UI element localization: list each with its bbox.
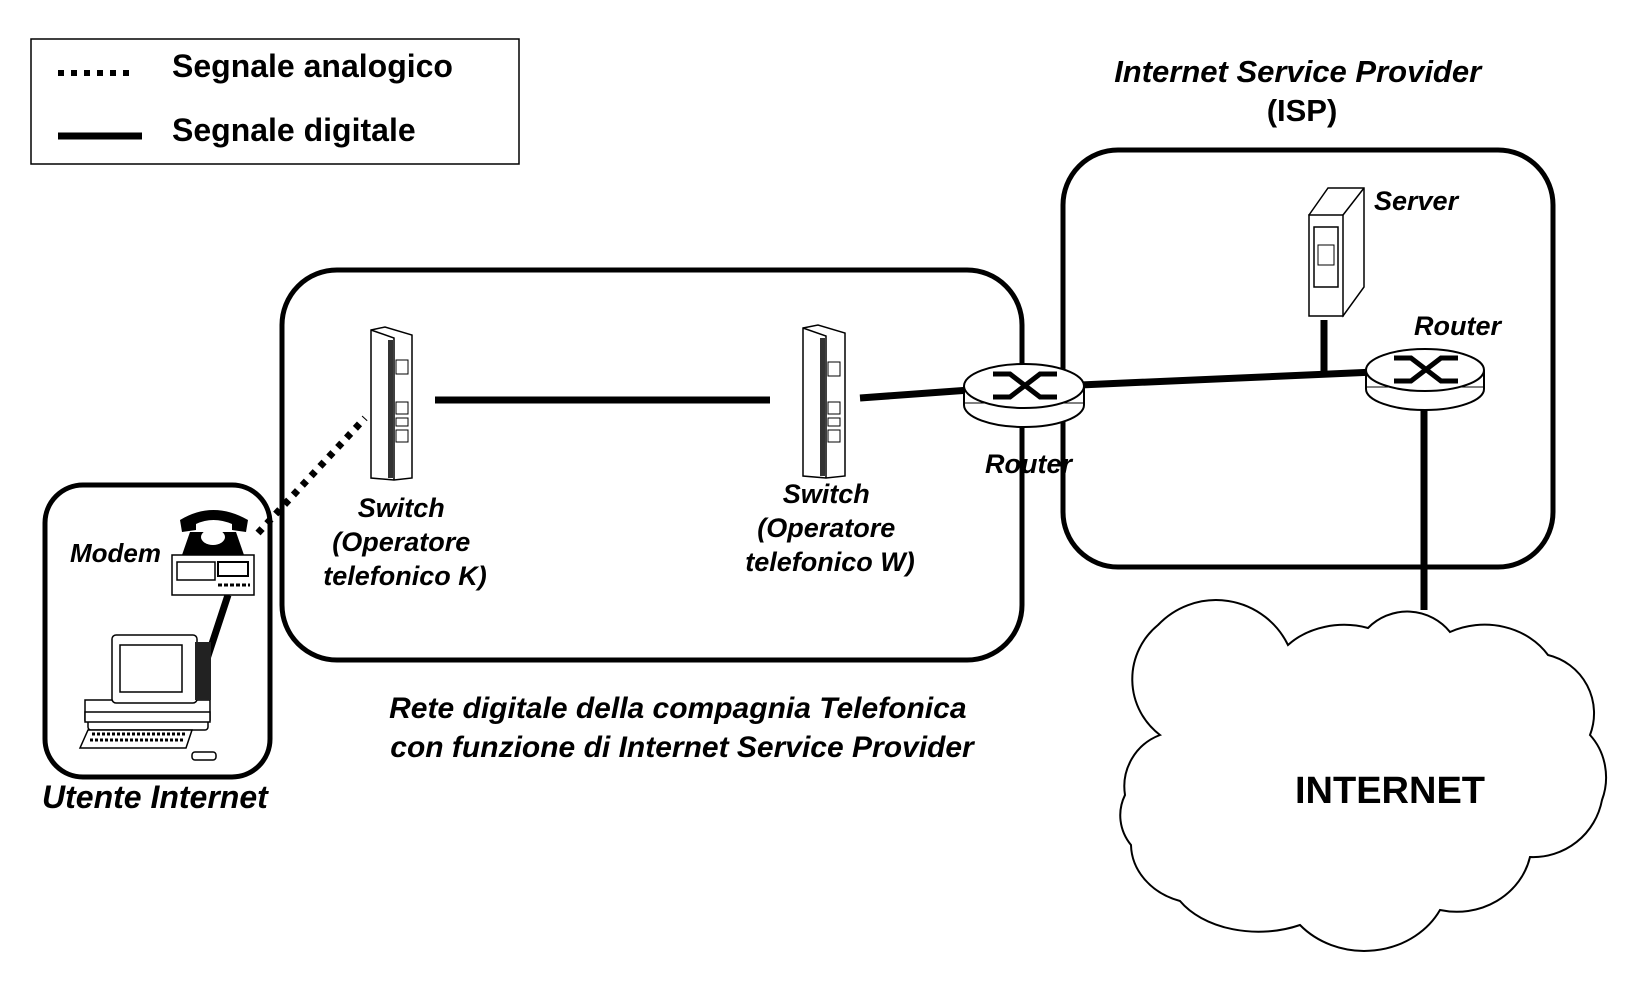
internet-cloud: [1119, 599, 1608, 952]
edge-router-icon: [963, 363, 1085, 428]
switch-w-label: Switch (Operatore telefonico W): [745, 479, 915, 577]
computer-icon: [78, 634, 217, 761]
user-box: [42, 482, 273, 780]
legend-analog-label: Segnale analogico: [172, 48, 453, 84]
modem-icon: [171, 510, 255, 596]
switch-w-icon: [802, 324, 846, 479]
analog-line-modem-switch: [255, 415, 368, 536]
modem-label: Modem: [70, 538, 161, 568]
internet-label: INTERNET: [1295, 770, 1485, 812]
legend-digital-label: Segnale digitale: [172, 112, 416, 148]
switch-k-icon: [370, 326, 413, 481]
telco-caption: Rete digitale della compagnia Telefonica…: [389, 692, 976, 764]
edge-router-label: Router: [985, 449, 1073, 479]
server-icon: [1308, 187, 1365, 318]
server-label: Server: [1374, 186, 1460, 216]
legend: Segnale analogico Segnale digitale: [30, 38, 520, 165]
connections: [201, 320, 1428, 667]
isp-box: [1060, 147, 1556, 570]
legend-box: [30, 38, 520, 165]
digital-line-router-isp-router: [1079, 368, 1376, 389]
isp-title: Internet Service Provider (ISP): [1114, 54, 1490, 128]
telco-network-box: [279, 267, 1025, 663]
isp-router-icon: [1365, 348, 1485, 411]
user-title: Utente Internet: [42, 779, 269, 815]
isp-router-label: Router: [1414, 311, 1502, 341]
switch-k-label: Switch (Operatore telefonico K): [323, 493, 487, 591]
digital-line-switch-w-router: [859, 386, 971, 402]
